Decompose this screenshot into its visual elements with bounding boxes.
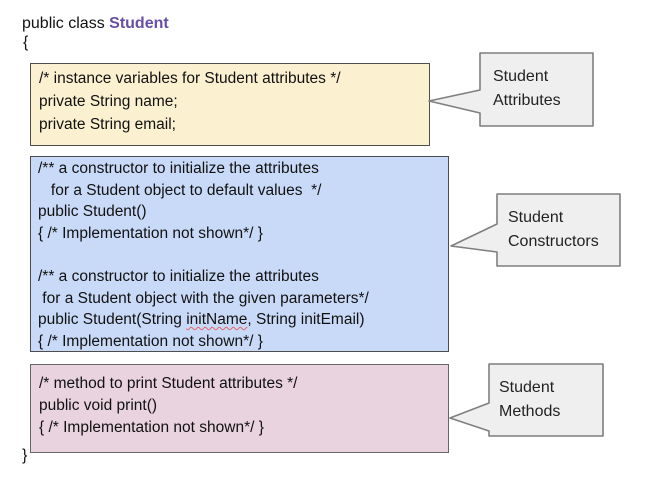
code-line: { /* Implementation not shown*/ } xyxy=(38,224,263,242)
constructors-code-box: /** a constructor to initialize the attr… xyxy=(30,156,449,352)
code-line: public void print() xyxy=(39,397,158,414)
class-declaration-prefix: public class xyxy=(22,15,110,32)
attributes-callout-bubble xyxy=(428,52,594,127)
code-line: private String email; xyxy=(39,116,176,133)
class-name: Student xyxy=(109,15,169,32)
attributes-code-box: /* instance variables for Student attrib… xyxy=(30,63,430,146)
code-line: { /* Implementation not shown*/ } xyxy=(38,332,263,350)
code-line: /* instance variables for Student attrib… xyxy=(39,70,341,87)
code-line: { /* Implementation not shown*/ } xyxy=(39,419,264,436)
blank-code-line xyxy=(38,244,448,266)
constructors-callout-label: Student Constructors xyxy=(508,209,599,250)
attributes-callout-label: Student Attributes xyxy=(493,68,561,109)
constructors-callout-bubble xyxy=(450,193,621,267)
class-open-brace: { xyxy=(23,34,29,51)
code-line: /** a constructor to initialize the attr… xyxy=(38,267,319,285)
methods-callout-bubble xyxy=(449,363,604,437)
misspelled-word: initName xyxy=(186,311,248,329)
methods-code-box: /* method to print Student attributes */… xyxy=(30,364,449,453)
signature-post: , String initEmail) xyxy=(247,311,365,329)
methods-callout-label: Student Methods xyxy=(499,379,561,420)
class-declaration: public class Student xyxy=(22,13,169,34)
constructor-signature-line: public Student(String initName, String i… xyxy=(38,309,448,331)
signature-pre: public Student(String xyxy=(38,311,187,329)
code-line: /** a constructor to initialize the attr… xyxy=(38,160,319,177)
code-line: for a Student object with the given para… xyxy=(38,289,369,307)
code-line: private String name; xyxy=(39,93,178,110)
code-line: public Student() xyxy=(38,203,147,221)
code-line: for a Student object to default values *… xyxy=(38,181,322,199)
code-line: /* method to print Student attributes */ xyxy=(39,375,298,392)
class-close-brace: } xyxy=(22,447,28,464)
